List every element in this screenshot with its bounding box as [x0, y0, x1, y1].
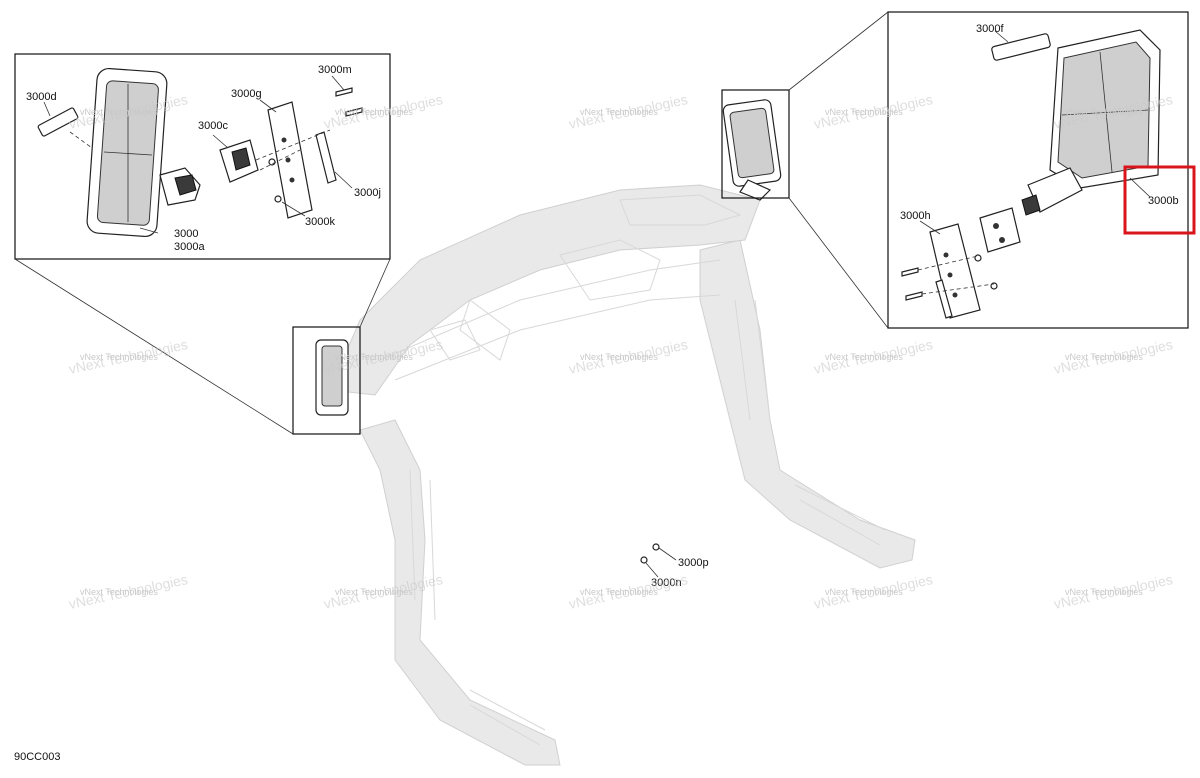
- watermark: vNext Technologies: [80, 352, 158, 362]
- label-3000k: 3000k: [305, 216, 335, 228]
- watermark-large: vNext Technologies: [567, 571, 689, 612]
- watermark-large: vNext Technologies: [812, 571, 934, 612]
- label-3000c: 3000c: [198, 120, 228, 132]
- watermark-large: vNext Technologies: [567, 91, 689, 132]
- label-3000p: 3000p: [678, 557, 709, 569]
- label-3000f: 3000f: [976, 23, 1004, 35]
- bolt-3000p-3000n: [640, 543, 677, 578]
- watermark-large: vNext Technologies: [322, 571, 444, 612]
- watermark-large: vNext Technologies: [67, 571, 189, 612]
- watermark: vNext Technologies: [580, 352, 658, 362]
- watermark: vNext Technologies: [825, 587, 903, 597]
- watermark: vNext Technologies: [825, 107, 903, 117]
- watermark: vNext Technologies: [335, 107, 413, 117]
- watermark: vNext Technologies: [580, 587, 658, 597]
- diagram-code: 90CC003: [14, 751, 60, 763]
- watermark-large: vNext Technologies: [1052, 571, 1174, 612]
- label-3000j: 3000j: [354, 187, 381, 199]
- label-3000b[interactable]: 3000b: [1148, 195, 1179, 207]
- label-3000d: 3000d: [26, 91, 57, 103]
- label-3000m: 3000m: [318, 64, 352, 76]
- watermark-large: vNext Technologies: [567, 336, 689, 377]
- watermark: vNext Technologies: [80, 587, 158, 597]
- label-3000h: 3000h: [900, 210, 931, 222]
- watermark: vNext Technologies: [335, 352, 413, 362]
- watermark-large: vNext Technologies: [812, 336, 934, 377]
- watermark: vNext Technologies: [825, 352, 903, 362]
- label-3000: 3000: [174, 228, 198, 240]
- right-callout: [721, 11, 1189, 329]
- label-3000g: 3000g: [231, 88, 262, 100]
- left-callout: [14, 53, 391, 435]
- watermark-large: vNext Technologies: [1052, 336, 1174, 377]
- watermark: vNext Technologies: [1065, 587, 1143, 597]
- roll-cage-frame: [315, 99, 916, 766]
- watermark: vNext Technologies: [580, 107, 658, 117]
- watermark: vNext Technologies: [80, 107, 158, 117]
- highlight-box-3000b[interactable]: [1123, 165, 1196, 235]
- watermark-large: vNext Technologies: [67, 336, 189, 377]
- label-3000n: 3000n: [651, 577, 682, 589]
- watermark: vNext Technologies: [335, 587, 413, 597]
- watermark: vNext Technologies: [1065, 107, 1143, 117]
- watermark: vNext Technologies: [1065, 352, 1143, 362]
- label-3000a: 3000a: [174, 241, 205, 253]
